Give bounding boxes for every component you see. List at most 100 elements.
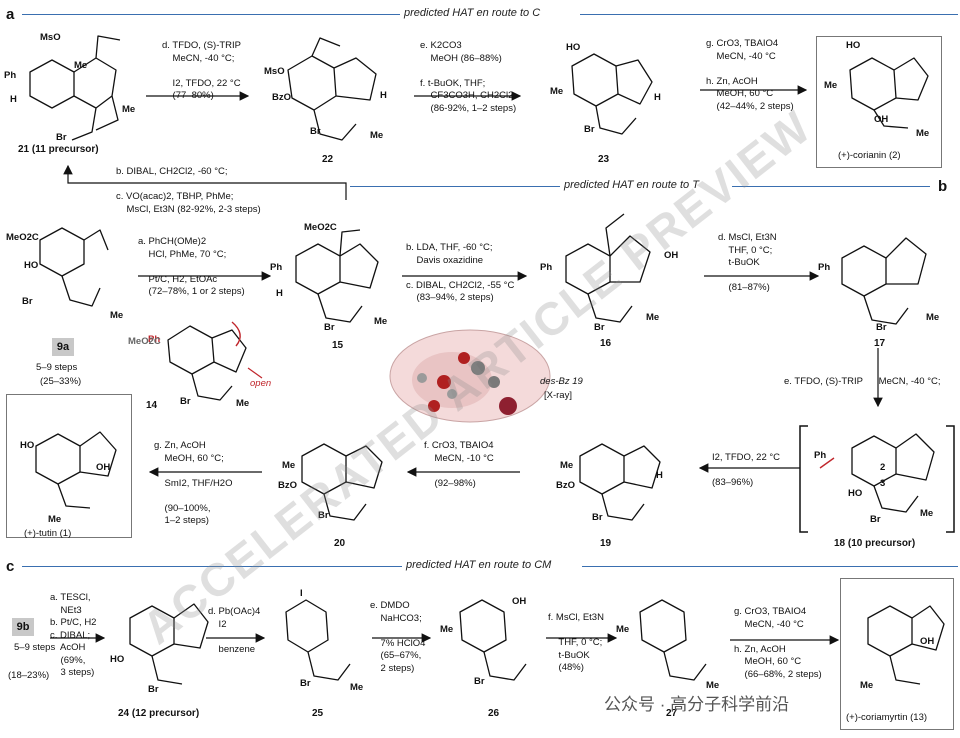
atom-br-15: Br bbox=[324, 322, 335, 333]
label-21: 21 (11 precursor) bbox=[18, 144, 99, 155]
conditions-b-bc-up: b. DIBAL, CH2Cl2, -60 °C; c. VO(acac)2, … bbox=[116, 166, 261, 215]
panel-letter-c: c bbox=[6, 558, 15, 575]
label-17: 17 bbox=[874, 338, 886, 349]
atom-ho-23: HO bbox=[566, 42, 581, 53]
conditions-a-d: d. TFDO, (S)-TRIP MeCN, -40 °C; I2, TFDO… bbox=[162, 40, 241, 101]
corianin-box bbox=[816, 36, 942, 168]
banner-a: predicted HAT en route to C bbox=[0, 7, 960, 21]
atom-me2-21: Me bbox=[122, 104, 136, 115]
label-15: 15 bbox=[332, 340, 344, 351]
atom-ph-15: Ph bbox=[270, 262, 283, 273]
atom-me-17: Me bbox=[926, 312, 940, 323]
atom-me2-2: Me bbox=[916, 128, 930, 139]
label-19: 19 bbox=[600, 538, 612, 549]
label-14: 14 bbox=[146, 400, 158, 411]
steps-9a: 5–9 steps bbox=[36, 362, 78, 373]
label-23: 23 bbox=[598, 154, 610, 165]
atom-me-27: Me bbox=[616, 624, 630, 635]
atom-oh-16: OH bbox=[664, 250, 679, 261]
atom-ho-1: HO bbox=[20, 440, 35, 451]
atom-oh-26: OH bbox=[512, 596, 527, 607]
atom-bzo-22: BzO bbox=[272, 92, 291, 103]
atom-me-14: Me bbox=[236, 398, 250, 409]
atom-mso-22: MsO bbox=[264, 66, 285, 77]
atom-me-20: Me bbox=[282, 460, 296, 471]
atom-br-24: Br bbox=[148, 684, 159, 695]
label-22: 22 bbox=[322, 154, 334, 165]
atom-ph-21: Ph bbox=[4, 70, 17, 81]
label-xray: [X-ray] bbox=[544, 390, 572, 401]
label-desbz: des-Bz 19 bbox=[540, 376, 583, 387]
wechat-watermark: 公众号 · 高分子科学前沿 bbox=[604, 695, 790, 714]
conditions-c-d: d. Pb(OAc)4 I2 benzene bbox=[208, 606, 261, 655]
atom-br-23: Br bbox=[584, 124, 595, 135]
label-16: 16 bbox=[600, 338, 612, 349]
banner-b: predicted HAT en route to T bbox=[0, 179, 960, 193]
atom-me-19: Me bbox=[560, 460, 574, 471]
label-20: 20 bbox=[334, 538, 346, 549]
label-tutin: (+)-tutin (1) bbox=[24, 528, 72, 539]
coriamyrtin-box bbox=[840, 578, 954, 730]
atom-me-25: Me bbox=[350, 682, 364, 693]
atom-h-19: H bbox=[656, 470, 663, 481]
conditions-a-ef: e. K2CO3 MeOH (86–88%) f. t-BuOK, THF; C… bbox=[420, 40, 517, 114]
label-coriamyrtin: (+)-coriamyrtin (13) bbox=[846, 712, 928, 723]
conditions-c-abc: a. TESCl, NEt3 b. Pt/C, H2 c. DIBAL; AcO… bbox=[50, 592, 97, 678]
atom-meo2c-9a: MeO2C bbox=[6, 232, 39, 243]
conditions-b-i2: I2, TFDO, 22 °C (83–96%) bbox=[712, 452, 781, 488]
conditions-a-gh: g. CrO3, TBAIO4 MeCN, -40 °C h. Zn, AcOH… bbox=[706, 38, 794, 112]
atom-br-16: Br bbox=[594, 322, 605, 333]
steps-9b: 5–9 steps bbox=[14, 642, 56, 653]
label-open: open bbox=[250, 378, 272, 389]
atom-ph-17: Ph bbox=[818, 262, 831, 273]
label-25: 25 bbox=[312, 708, 324, 719]
label-corianin: (+)-corianin (2) bbox=[838, 150, 901, 161]
yield-9b: (18–23%) bbox=[8, 670, 50, 681]
atom-meo2c-14: MeO2C bbox=[128, 336, 161, 347]
atom-bzo-20: BzO bbox=[278, 480, 297, 491]
atom-n3-18: 3 bbox=[880, 478, 886, 489]
panel-letter-a: a bbox=[6, 6, 15, 23]
badge-9a: 9a bbox=[52, 338, 74, 356]
atom-br-21: Br bbox=[56, 132, 67, 143]
atom-me-21: Me bbox=[74, 60, 88, 71]
badge-9b: 9b bbox=[12, 618, 34, 636]
label-26: 26 bbox=[488, 708, 500, 719]
conditions-c-f: f. MsCl, Et3N THF, 0 °C; t-BuOK (48%) bbox=[548, 612, 604, 673]
atom-me-13: Me bbox=[860, 680, 874, 691]
atom-me-15: Me bbox=[374, 316, 388, 327]
atom-br-9a: Br bbox=[22, 296, 33, 307]
atom-bzo-19: BzO bbox=[556, 480, 575, 491]
label-24: 24 (12 precursor) bbox=[118, 708, 200, 719]
atom-ph-18: Ph bbox=[814, 450, 827, 461]
atom-br-19: Br bbox=[592, 512, 603, 523]
atom-ho-9a: HO bbox=[24, 260, 39, 271]
atom-ph-16: Ph bbox=[540, 262, 553, 273]
atom-me-16: Me bbox=[646, 312, 660, 323]
atom-br-22: Br bbox=[310, 126, 321, 137]
atom-me-23: Me bbox=[550, 86, 564, 97]
atom-me-1: Me bbox=[48, 514, 62, 525]
atom-me-2: Me bbox=[824, 80, 838, 91]
label-18: 18 (10 precursor) bbox=[834, 538, 916, 549]
xray-model bbox=[389, 329, 551, 423]
panel-letter-b: b bbox=[938, 178, 948, 195]
atom-n2-18: 2 bbox=[880, 462, 886, 473]
atom-oh-13: OH bbox=[920, 636, 935, 647]
atom-mso-21: MsO bbox=[40, 32, 61, 43]
atom-h-22: H bbox=[380, 90, 387, 101]
atom-h-23: H bbox=[654, 92, 661, 103]
conditions-b-bc: b. LDA, THF, -60 °C; Davis oxazidine c. … bbox=[406, 242, 515, 303]
conditions-b-e: e. TFDO, (S)-TRIP MeCN, -40 °C; bbox=[784, 376, 941, 387]
conditions-c-gh: g. CrO3, TBAIO4 MeCN, -40 °C h. Zn, AcOH… bbox=[734, 606, 822, 680]
atom-oh-1: OH bbox=[96, 462, 111, 473]
atom-ho-24: HO bbox=[110, 654, 125, 665]
conditions-c-e: e. DMDO NaHCO3; 7% HClO4 (65–67%, 2 step… bbox=[370, 600, 426, 674]
atom-i-25: I bbox=[300, 588, 303, 599]
atom-ho-18: HO bbox=[848, 488, 863, 499]
atom-h-15: H bbox=[276, 288, 283, 299]
atom-oh-2: OH bbox=[874, 114, 889, 125]
atom-h-21: H bbox=[10, 94, 17, 105]
atom-me-22: Me bbox=[370, 130, 384, 141]
